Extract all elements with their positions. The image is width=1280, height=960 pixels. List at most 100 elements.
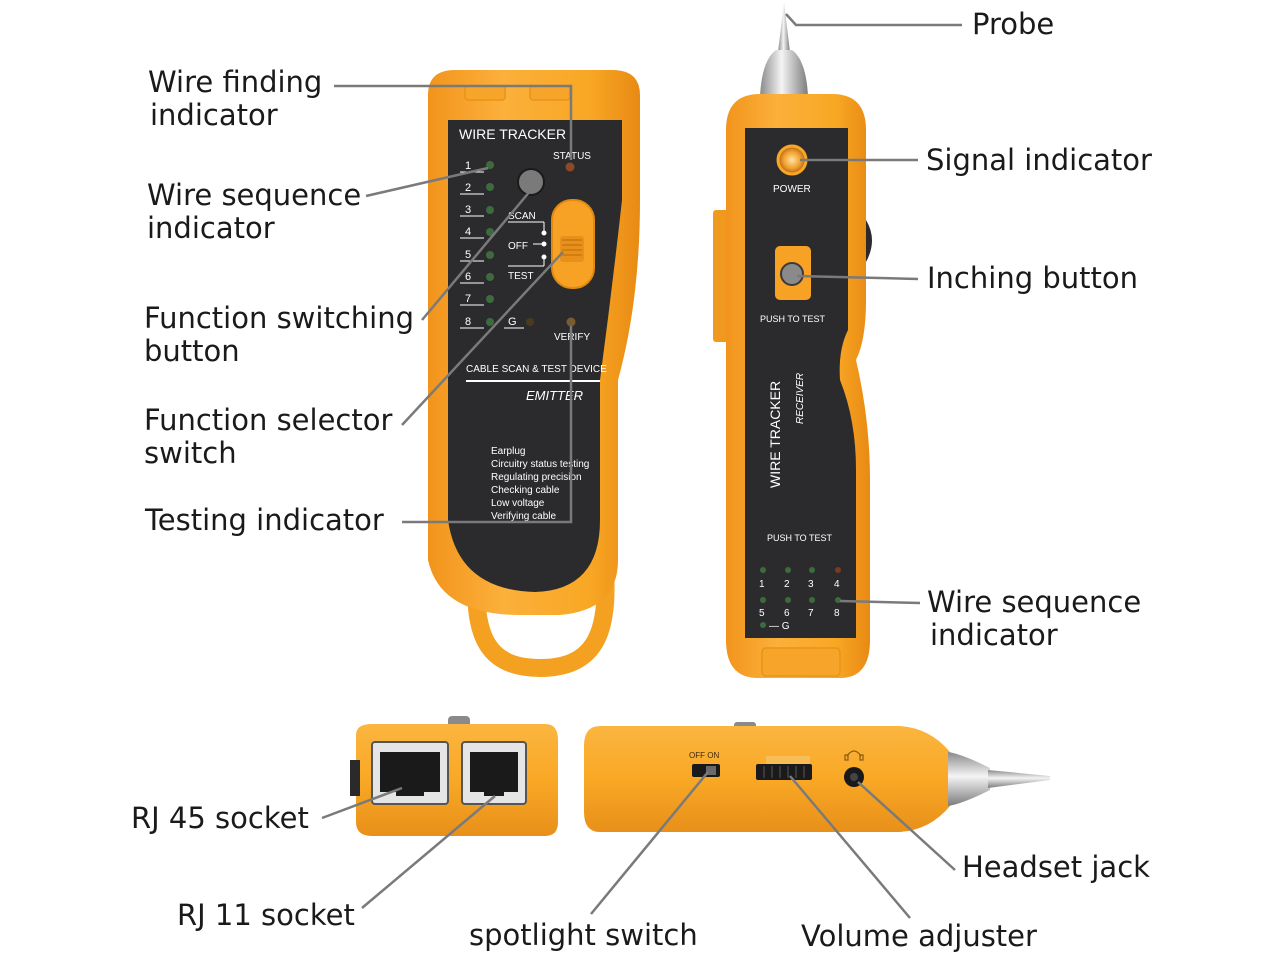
emitter-led-label: 5	[465, 249, 471, 261]
label-line: Wire sequence	[927, 585, 1142, 619]
receiver-side-view: OFF ON	[584, 722, 1050, 832]
label-spotlight-switch: spotlight switch	[469, 919, 698, 952]
testing-indicator-led	[566, 317, 576, 327]
leader-rj45	[321, 786, 403, 820]
emitter-ground-label: G	[508, 316, 517, 328]
label-line: Wire finding	[148, 65, 323, 99]
receiver-panel	[745, 128, 856, 638]
label-line: Function switching	[144, 301, 414, 335]
receiver-led-label: 3	[808, 579, 814, 590]
receiver-push-label-bottom: PUSH TO TEST	[767, 533, 833, 543]
label-headset-text: Headset jack	[962, 850, 1150, 884]
receiver-device: POWER PUSH TO TEST WIRE TRACKER RECEIVER…	[713, 2, 872, 678]
label-function-switching-button: Function switching button	[144, 302, 414, 368]
emitter-device: WIRE TRACKER STATUS 1 2 3 4 5 6 7 8	[428, 70, 640, 678]
feature-item: Checking cable	[491, 485, 560, 496]
receiver-led-label: 7	[808, 608, 814, 619]
emitter-end-view	[350, 716, 558, 836]
status-led	[565, 162, 575, 172]
label-inching-button: Inching button	[927, 262, 1138, 295]
label-rj11-text: RJ 11 socket	[177, 898, 355, 932]
mode-off-label: OFF	[508, 241, 528, 252]
feature-item: Verifying cable	[491, 511, 556, 522]
feature-item: Earplug	[491, 446, 525, 457]
emitter-led-label: 3	[465, 204, 471, 216]
receiver-led-label: 1	[759, 579, 765, 590]
leader-lines	[321, 13, 962, 919]
label-line: indicator	[147, 211, 275, 245]
label-line: switch	[144, 436, 237, 470]
receiver-title: WIRE TRACKER	[767, 381, 783, 488]
label-line: button	[144, 334, 240, 368]
emitter-led-label: 6	[465, 271, 471, 283]
mode-scan-label: SCAN	[508, 211, 536, 222]
label-spotlight-text: spotlight switch	[469, 918, 698, 952]
leader-function-button	[421, 189, 532, 321]
feature-item: Regulating precision	[491, 472, 582, 483]
emitter-led-label: 4	[465, 226, 471, 238]
label-wire-finding-indicator: Wire finding indicator	[148, 66, 322, 132]
off-on-label: OFF ON	[689, 751, 719, 760]
receiver-push-label-top: PUSH TO TEST	[760, 314, 826, 324]
leader-probe	[785, 13, 962, 27]
feature-item: Low voltage	[491, 498, 545, 509]
leader-wire-seq-left	[365, 166, 489, 198]
receiver-power-label: POWER	[773, 184, 811, 195]
label-line: indicator	[150, 98, 278, 132]
label-testing-indicator: Testing indicator	[145, 504, 384, 537]
leader-testing	[402, 326, 573, 524]
label-headset-jack: Headset jack	[962, 851, 1150, 884]
leader-spotlight	[590, 771, 709, 915]
emitter-title: WIRE TRACKER	[459, 126, 566, 142]
leader-volume	[789, 775, 911, 919]
label-volume-text: Volume adjuster	[801, 919, 1037, 953]
receiver-led-label: 4	[834, 579, 840, 590]
label-signal-text: Signal indicator	[926, 143, 1152, 177]
label-rj11-socket: RJ 11 socket	[177, 899, 355, 932]
receiver-probe	[778, 2, 790, 52]
label-line: indicator	[930, 618, 1058, 652]
receiver-led-label: 8	[834, 608, 840, 619]
emitter-led-label: 2	[465, 182, 471, 194]
label-line: Function selector	[144, 403, 393, 437]
function-switching-button[interactable]	[517, 168, 545, 196]
emitter-subtitle: CABLE SCAN & TEST DEVICE	[466, 364, 607, 375]
leader-wire-seq-right	[839, 599, 921, 605]
leader-rj11	[361, 795, 496, 909]
leader-inching	[796, 274, 919, 281]
receiver-led-label: 2	[784, 579, 790, 590]
inching-button[interactable]	[780, 262, 804, 286]
feature-item: Circuitry status testing	[491, 459, 589, 470]
label-volume-adjuster: Volume adjuster	[801, 920, 1037, 953]
emitter-features: Earplug Circuitry status testing Regulat…	[491, 446, 589, 522]
emitter-model: EMITTER	[526, 388, 583, 403]
receiver-led-grid: 1 2 3 4 5 6 7 8 — G	[759, 567, 841, 632]
emitter-led-label: 8	[465, 316, 471, 328]
label-inching-text: Inching button	[927, 261, 1138, 295]
label-rj45-text: RJ 45 socket	[131, 801, 309, 835]
emitter-loop	[467, 559, 615, 678]
leader-headset	[857, 781, 956, 871]
leader-function-selector	[401, 251, 564, 426]
leader-wire-finding	[334, 84, 573, 160]
label-function-selector-switch: Function selector switch	[144, 404, 392, 470]
emitter-led-column: 1 2 3 4 5 6 7 8 G	[460, 160, 534, 329]
receiver-led-label: 5	[759, 608, 765, 619]
emitter-led-label: 7	[465, 293, 471, 305]
receiver-subtitle: RECEIVER	[795, 373, 806, 424]
label-testing-text: Testing indicator	[145, 503, 384, 537]
emitter-led-label: 1	[465, 160, 471, 172]
volume-adjuster[interactable]	[756, 764, 812, 780]
label-wire-sequence-left: Wire sequence indicator	[147, 179, 361, 245]
label-line: Wire sequence	[147, 178, 362, 212]
mode-test-label: TEST	[508, 271, 534, 282]
label-wire-sequence-right: Wire sequence indicator	[927, 586, 1141, 652]
label-probe-text: Probe	[972, 7, 1055, 41]
receiver-ground-label: — G	[769, 621, 790, 632]
receiver-led-label: 6	[784, 608, 790, 619]
label-signal-indicator: Signal indicator	[926, 144, 1152, 177]
label-probe: Probe	[972, 8, 1054, 41]
label-rj45-socket: RJ 45 socket	[131, 802, 309, 835]
